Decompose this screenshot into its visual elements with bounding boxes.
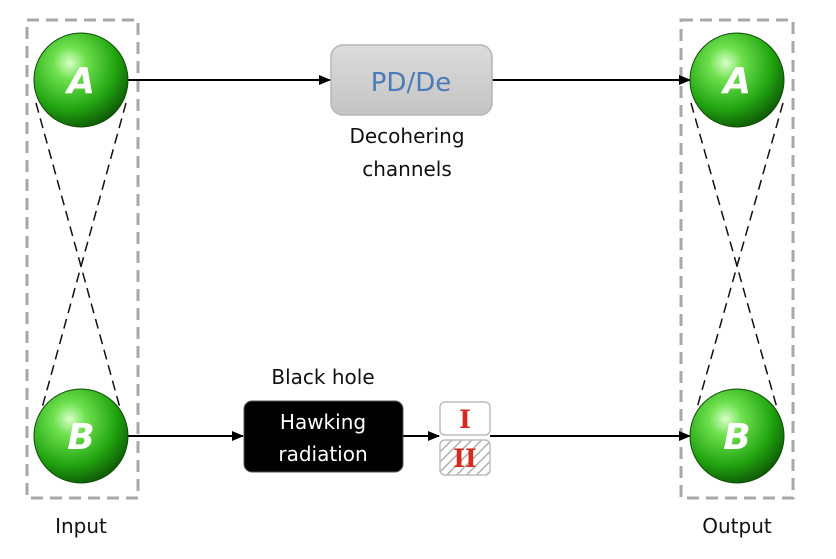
hawking-box — [243, 400, 404, 473]
black-hole-channel: Black hole Hawking radiation — [243, 365, 404, 473]
output-node-a: A — [689, 32, 785, 128]
decoherence-channel: PD/De Decohering channels — [330, 44, 493, 181]
hawking-box-line2: radiation — [278, 442, 367, 466]
input-node-b-sphere — [33, 388, 129, 484]
output-panel-border — [679, 18, 795, 500]
input-node-b-letter: B — [67, 417, 94, 458]
output-node-b: B — [689, 388, 785, 484]
input-node-b: B — [33, 388, 129, 484]
input-entanglement-line-right — [41, 102, 127, 409]
region-two-box — [439, 439, 491, 476]
input-node-a-sphere — [33, 32, 129, 128]
output-node-a-letter: A — [720, 61, 751, 102]
pd-box-text: PD/De — [371, 68, 451, 98]
region-one-label: I — [459, 405, 471, 434]
output-entanglement-line-right — [696, 102, 784, 409]
decoherence-caption-line1: Decohering — [349, 124, 464, 148]
input-label: Input — [55, 514, 107, 538]
region-two-label: II — [453, 444, 476, 473]
input-node-a-letter: A — [64, 61, 95, 102]
pd-box — [330, 44, 493, 116]
black-hole-title: Black hole — [271, 365, 374, 389]
input-node-a: A — [33, 32, 129, 128]
output-entanglement-line-left — [690, 102, 778, 409]
input-entanglement-line-left — [35, 102, 121, 409]
region-boxes: I II — [439, 401, 491, 476]
input-panel-border — [25, 18, 140, 500]
output-node-b-letter: B — [723, 417, 750, 458]
output-node-b-sphere — [689, 388, 785, 484]
decoherence-caption-line2: channels — [362, 157, 452, 181]
hawking-box-line1: Hawking — [280, 410, 366, 434]
output-node-a-sphere — [689, 32, 785, 128]
region-one-box — [439, 401, 491, 436]
output-label: Output — [702, 514, 772, 538]
